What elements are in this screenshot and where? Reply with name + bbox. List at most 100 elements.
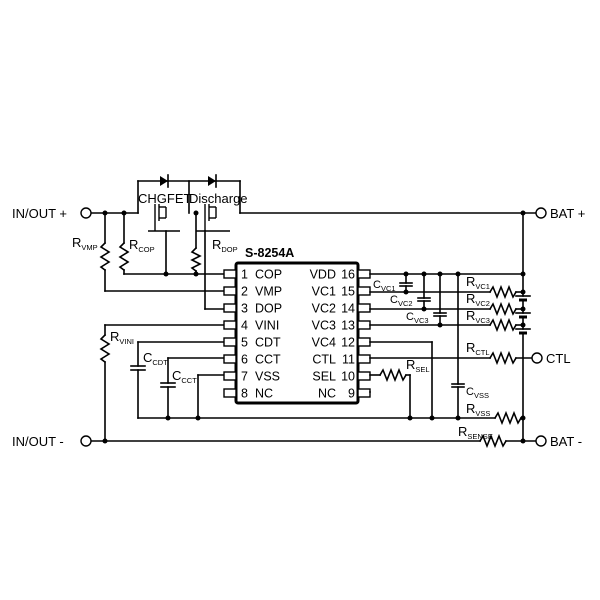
vss-bus [137,415,496,421]
terminal-circle-icon [80,207,92,219]
c-vss: CVSS [451,273,489,419]
pin-pad [223,286,237,296]
r-sel-label: RSEL [406,357,430,374]
pin-pad [223,354,237,364]
ic-pin-right: VDD 16 [310,268,371,282]
diode-icon [208,176,216,186]
r-vc2-label: RVC2 [466,291,490,308]
terminal-in-out-plus: IN/OUT + [12,206,92,221]
pin-number: 1 [241,268,248,282]
pin-number: 6 [241,353,248,367]
r-vmp: RVMP [72,210,226,292]
pin-name: VC1 [312,285,336,299]
pin-number: 7 [241,370,248,384]
r-sense-label: RSENSE [458,424,493,441]
pin-number: 2 [241,285,248,299]
ic-pin-left: 7 VSS [223,370,280,384]
r-sel: RSEL [369,357,430,419]
pin-pad [223,388,237,398]
ctl-line: RCTL [369,340,533,366]
pin-name: VMP [255,285,282,299]
discharge-fet-symbol [196,204,230,232]
pin-pad [357,286,371,296]
ctl-terminal-label: CTL [546,351,571,366]
pin-number: 16 [341,268,355,282]
terminal-circle-icon [535,207,547,219]
r-vmp-label: RVMP [72,235,98,252]
ic-pin-right: NC 9 [318,387,371,401]
diode-icon [160,176,168,186]
pin-pad [357,269,371,279]
terminal-bat-minus: BAT - [535,434,582,449]
gate-wires [165,230,226,310]
r-vini: RVINI [99,324,226,442]
charge-fet-symbol [148,204,180,232]
pin-name: VC4 [312,336,336,350]
r-vini-label: RVINI [110,329,134,346]
pin-name: SEL [312,370,336,384]
pin-number: 5 [241,336,248,350]
ic-title: S-8254A [245,246,294,260]
pin-pad [357,354,371,364]
bat-plus-label: BAT + [550,206,585,221]
pin-pad [223,371,237,381]
fet-block: CHGFET Discharge [137,174,248,232]
c-vc2-label: CVC2 [390,294,413,308]
pin-pad [223,320,237,330]
c-cdt-label: CCDT [143,350,168,367]
bottom-rail [90,438,481,444]
pin-name: VINI [255,319,279,333]
in-out-minus-label: IN/OUT - [12,434,64,449]
pin-name: NC [318,387,336,401]
ic-pin-left: 2 VMP [223,285,282,299]
ic-pin-left: 5 CDT [223,336,281,350]
pin-name: COP [255,268,282,282]
pin-name: CDT [255,336,281,350]
terminal-in-out-minus: IN/OUT - [12,434,92,449]
discharge-fet-label: Discharge [189,191,248,206]
in-out-plus-label: IN/OUT + [12,206,67,221]
pin-number: 14 [341,302,355,316]
c-cct: CCCT [160,357,226,419]
r-vss: RVSS [466,401,524,426]
pin-name: VSS [255,370,280,384]
ic-pin-right: VC1 15 [312,285,371,299]
terminal-ctl: CTL [531,351,571,366]
c-vc3-label: CVC3 [406,311,429,325]
pin-pad [223,303,237,313]
pin-name: NC [255,387,273,401]
r-cop: RCOP [118,210,226,277]
pin-number: 15 [341,285,355,299]
terminal-circle-icon [535,435,547,447]
pin-pad [357,337,371,347]
terminal-circle-icon [80,435,92,447]
pin-pad [357,388,371,398]
c-vc1-label: CVC1 [373,279,396,293]
ic-body [234,261,360,405]
c-cct-label: CCCT [172,368,197,385]
pin-name: CTL [312,353,336,367]
vdd-line [369,271,526,277]
r-dop: RDOP [190,210,238,277]
c-cdt: CCDT [130,341,226,419]
r-cop-label: RCOP [129,237,155,254]
pin-number: 4 [241,319,248,333]
pin-number: 8 [241,387,248,401]
pin-name: VDD [310,268,336,282]
vc4-line [369,341,433,419]
r-vss-label: RVSS [466,401,490,418]
r-sense: RSENSE [458,417,537,449]
r-vc3-label: RVC3 [466,308,490,325]
ic-pin-left: 8 NC [223,387,273,401]
pin-name: VC3 [312,319,336,333]
pin-number: 9 [348,387,355,401]
pin-pad [223,337,237,347]
